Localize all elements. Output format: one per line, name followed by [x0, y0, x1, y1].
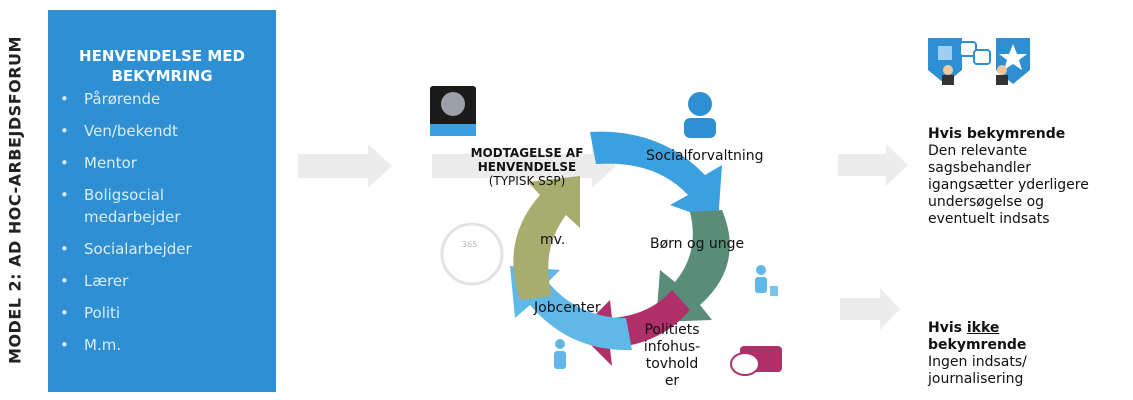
label-mv: mv.: [540, 232, 566, 248]
list-item: •Socialarbejder: [60, 240, 192, 258]
faded-arrow-center: [432, 144, 616, 188]
center-title-line2: HENVENDELSE: [477, 160, 577, 174]
outcome-concern: Hvis bekymrende Den relevante sagsbehand…: [928, 126, 1128, 228]
center-title-line3: (TYPISK SSP): [488, 174, 566, 188]
outcome-no-concern-heading: Hvis ikke: [928, 320, 1000, 336]
faded-arrow-left: [298, 144, 392, 188]
outcome-concern-heading: Hvis bekymrende: [928, 126, 1066, 142]
faded-arrow-right-top: [838, 144, 908, 186]
label-born-og-unge: Børn og unge: [650, 236, 745, 252]
politiets-line4: er: [664, 373, 680, 389]
outcome-concern-line5: eventuelt indsats: [928, 211, 1050, 227]
outcome-no-concern-heading2: bekymrende: [928, 337, 1027, 353]
politiets-line1: Politiets: [644, 322, 700, 338]
label-socialforvaltning: Socialforvaltning: [646, 148, 764, 164]
user-avatar-icon: [430, 86, 476, 136]
label-jobcenter: Jobcenter: [534, 300, 601, 316]
faded-circle: [440, 222, 504, 286]
center-title-line1: MODTAGELSE AF: [470, 146, 584, 160]
inquiry-source-list: •Pårørende •Ven/bekendt •Mentor •Boligso…: [48, 88, 276, 366]
outcome-concern-line1: Den relevante: [928, 143, 1028, 159]
meeting-icon: [928, 38, 1030, 85]
panel-title-line1: HENVENDELSE MED: [79, 47, 245, 65]
list-item: •Ven/bekendt: [60, 122, 178, 140]
outcome-no-concern-line1: Ingen indsats/: [928, 354, 1027, 370]
politiets-line2: infohus-: [643, 339, 701, 355]
outcome-no-concern-line2: journalisering: [928, 371, 1024, 387]
list-item-continuation: medarbejder: [84, 208, 181, 226]
outcome-concern-line2: sagsbehandler: [928, 160, 1032, 176]
cycle-arrow-top: [590, 131, 722, 222]
list-item: •Pårørende: [60, 90, 161, 108]
small-badge: 365: [462, 240, 478, 249]
inquiry-panel: HENVENDELSE MED BEKYMRING •Pårørende •Ve…: [48, 10, 276, 392]
outcome-no-concern: Hvis ikke bekymrende Ingen indsats/ jour…: [928, 320, 1128, 388]
label-politiets-infohus: Politiets infohus- tovhold er: [632, 322, 712, 390]
list-item: •Lærer: [60, 272, 129, 290]
outcome-concern-line3: igangsætter yderligere: [928, 177, 1089, 193]
faded-arrow-right-bottom: [840, 288, 900, 330]
list-item: •Mentor: [60, 154, 137, 172]
list-item: •Politi: [60, 304, 121, 322]
center-title: MODTAGELSE AF HENVENDELSE (TYPISK SSP): [452, 146, 602, 188]
panel-title-line2: BEKYMRING: [111, 67, 213, 85]
jobcenter-person-icon: [554, 339, 566, 369]
youth-person-icon: [755, 265, 778, 296]
outcome-concern-line4: undersøgelse og: [928, 194, 1045, 210]
panel-title: HENVENDELSE MED BEKYMRING: [48, 46, 276, 86]
speech-bubble-icon: [730, 346, 782, 376]
list-item: •M.m.: [60, 336, 122, 354]
list-item: •Boligsocial: [60, 186, 165, 204]
social-worker-icon: [684, 92, 716, 138]
politiets-line3: tovhold: [645, 356, 699, 372]
cycle-arrow-left-top: [513, 176, 580, 300]
